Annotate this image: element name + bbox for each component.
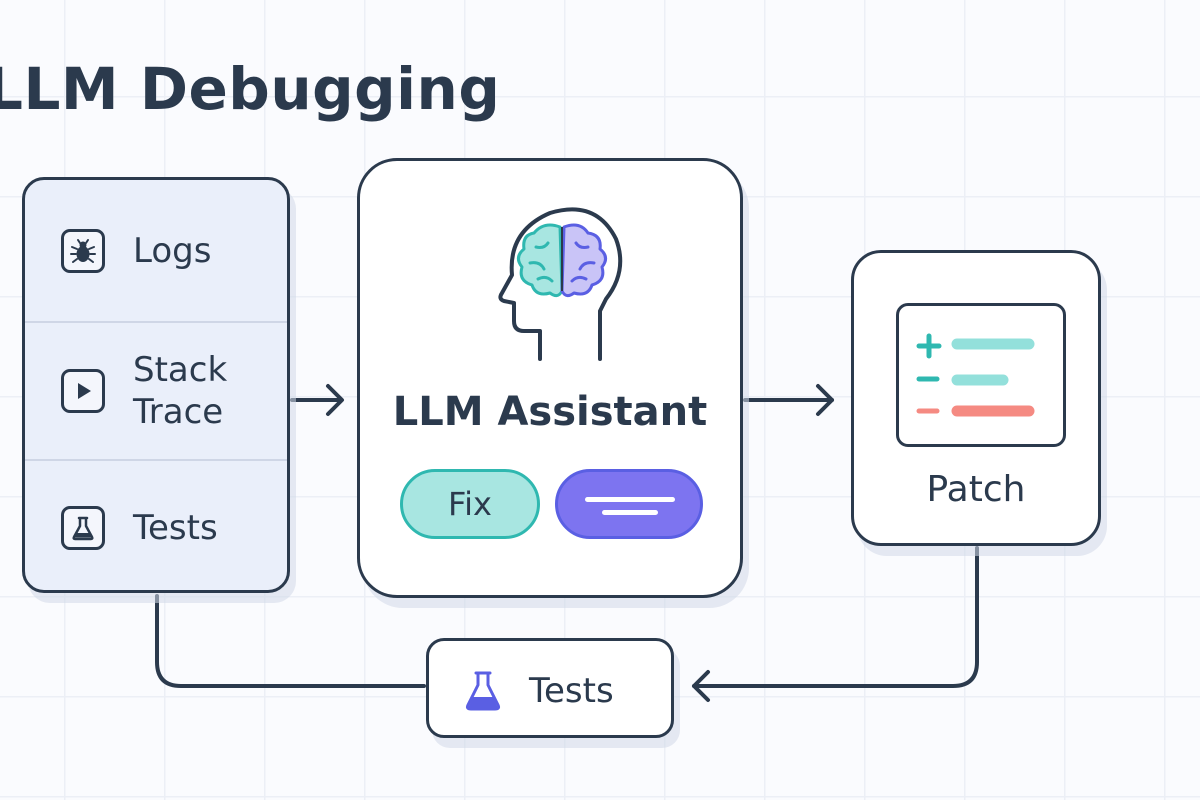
llm-assistant-panel: LLM Assistant Fix [357,158,743,598]
brain-head-icon [478,191,628,365]
play-icon [61,369,105,413]
inputs-panel: Logs Stack Trace Tests [22,177,290,593]
line-patch-to-tests [692,546,979,688]
flask-icon [61,506,105,550]
fix-button[interactable]: Fix [400,469,540,539]
input-logs[interactable]: Logs [25,180,287,322]
arrowhead-into-tests [692,670,710,702]
diff-lines [916,333,1035,417]
input-label: Tests [133,507,218,548]
patch-panel: Patch [851,250,1101,546]
arrow-inputs-to-assistant [290,384,344,416]
message-lines-icon [602,510,658,515]
message-button[interactable] [555,469,703,539]
input-label: Stack Trace [133,350,228,432]
divider [25,321,287,323]
input-label: Logs [133,230,212,271]
tests-label: Tests [529,671,614,711]
input-tests[interactable]: Tests [25,460,287,590]
diff-card [896,303,1066,447]
bug-icon [61,229,105,273]
diagram-title: LLM Debugging [0,55,501,123]
arrow-assistant-to-patch [743,384,834,416]
patch-label: Patch [926,469,1026,510]
divider [25,459,287,461]
message-lines-icon [585,497,675,502]
line-inputs-to-tests [155,594,426,688]
input-stack-trace[interactable]: Stack Trace [25,322,287,460]
flask-icon [463,669,503,717]
assistant-label: LLM Assistant [392,389,708,435]
tests-node[interactable]: Tests [426,638,674,738]
